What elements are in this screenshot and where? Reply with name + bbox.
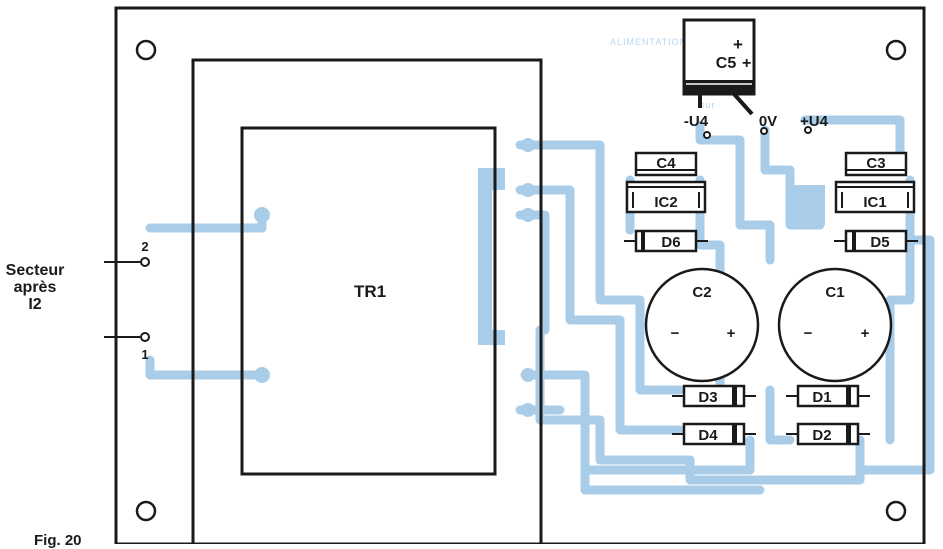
svg-text:D4: D4 (698, 427, 718, 444)
svg-text:+: + (727, 325, 736, 342)
output-terminal-zero: 0V (759, 113, 777, 135)
svg-text:C3: C3 (866, 155, 885, 172)
terminal-1: 1 (104, 332, 150, 362)
svg-text:D1: D1 (812, 389, 831, 406)
mounting-hole-top-left (135, 39, 157, 61)
svg-text:D3: D3 (698, 389, 717, 406)
transformer-pads (254, 207, 270, 383)
mounting-hole-bottom-right (885, 500, 907, 522)
svg-text:D5: D5 (870, 234, 889, 251)
figure-label: Fig. 20 (34, 532, 82, 549)
capacitor-c1: C1 − + (777, 267, 893, 383)
diode-d1: D1 (786, 384, 870, 408)
terminal-2: 2 (104, 239, 150, 267)
output-terminal-pos: +U4 (800, 113, 829, 134)
svg-text:+U4: +U4 (800, 113, 829, 130)
svg-text:+: + (861, 325, 870, 342)
board-outline (114, 6, 926, 544)
svg-text:IC2: IC2 (654, 194, 677, 211)
faint-text-mid: sur (700, 100, 716, 110)
capacitor-c3: C3 (844, 151, 908, 177)
svg-text:0V: 0V (759, 113, 777, 130)
svg-text:−: − (671, 325, 680, 342)
svg-text:-U4: -U4 (684, 113, 709, 130)
diode-d3: D3 (672, 384, 756, 408)
copper-pads (521, 138, 535, 417)
mounting-holes (135, 39, 907, 522)
svg-text:D6: D6 (661, 234, 680, 251)
svg-text:1: 1 (141, 347, 148, 362)
mounting-hole-bottom-left (135, 500, 157, 522)
capacitor-c5: + C5 + (682, 18, 756, 116)
diode-d2: D2 (786, 422, 870, 446)
regulator-ic2: IC2 (625, 180, 707, 214)
svg-text:−: − (804, 325, 813, 342)
svg-text:IC1: IC1 (863, 194, 886, 211)
transformer-inner (240, 126, 497, 476)
diode-d6: D6 (624, 229, 708, 253)
diode-d4: D4 (672, 422, 756, 446)
mains-label-line-3: I2 (28, 296, 42, 313)
svg-text:C2: C2 (692, 284, 711, 301)
output-terminal-neg: -U4 (684, 113, 711, 139)
mains-label-line-1: Secteur (5, 262, 65, 279)
svg-text:C5: C5 (716, 55, 737, 72)
copper-pad-right (790, 185, 825, 225)
mounting-hole-top-right (885, 39, 907, 61)
regulator-ic1: IC1 (834, 180, 916, 214)
mains-label-line-2: après (13, 279, 57, 296)
svg-text:+: + (742, 55, 751, 72)
svg-text:+: + (733, 35, 743, 54)
faint-text-top: ALIMENTATION PROTEC (610, 37, 734, 47)
svg-text:C4: C4 (656, 155, 676, 172)
transformer-outer (191, 58, 543, 544)
svg-text:C1: C1 (825, 284, 844, 301)
svg-text:2: 2 (141, 239, 148, 254)
capacitor-c4: C4 (634, 151, 698, 177)
mains-input-label: Secteur après I2 (0, 262, 70, 313)
svg-text:D2: D2 (812, 427, 831, 444)
capacitor-c2: C2 − + (644, 267, 760, 383)
copper-pad-large (478, 168, 505, 345)
diode-d5: D5 (834, 229, 918, 253)
transformer-label: TR1 (354, 282, 386, 301)
